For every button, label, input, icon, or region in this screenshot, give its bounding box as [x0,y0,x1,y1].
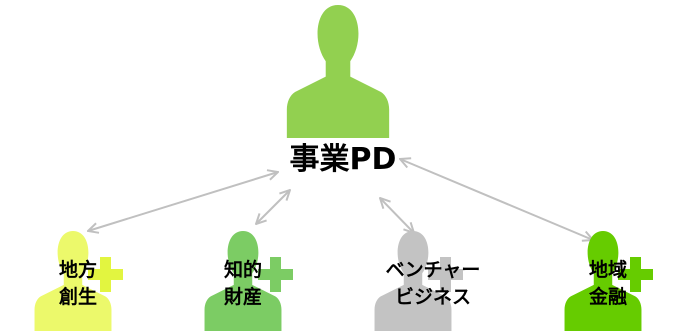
node-finance [564,231,653,331]
center-person-icon [286,5,390,138]
plus-icon [618,257,653,292]
arrow-regional [88,172,278,231]
center-label: 事業PD [289,142,397,177]
node-venture [374,231,463,331]
node-label-finance: 地域 金融 [588,259,627,308]
plus-icon [88,257,123,292]
node-label-ip: 知的 財産 [223,259,262,308]
node-label-regional: 地方 創生 [58,259,97,308]
plus-icon [428,257,463,292]
node-ip [204,231,293,331]
node-regional [34,231,123,331]
arrow-finance [400,159,593,240]
plus-icon [258,257,293,292]
arrow-ip [256,190,290,224]
node-label-venture: ベンチャー ビジネス [385,259,481,308]
arrow-venture [380,198,414,233]
